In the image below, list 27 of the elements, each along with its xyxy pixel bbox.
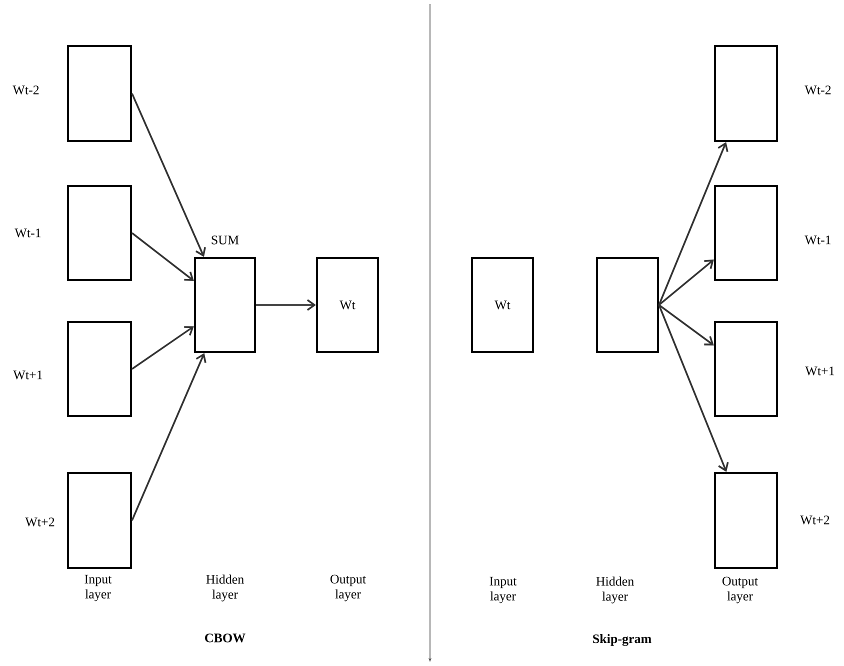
layer-box	[596, 256, 659, 353]
arrow	[132, 326, 194, 370]
layer-label: Hidden layer	[206, 574, 244, 602]
word-label: SUM	[212, 236, 239, 244]
arrow	[256, 299, 316, 311]
arrow	[658, 259, 714, 306]
arrow	[658, 304, 714, 346]
word-label: Wt-2	[804, 86, 831, 94]
word-label: Wt+1	[805, 366, 834, 376]
word-label: Wt+2	[25, 518, 54, 526]
layer-label: Output layer	[330, 574, 366, 602]
panel-caption: CBOW	[205, 634, 246, 642]
arrow	[131, 232, 194, 282]
layer-label: Hidden layer	[596, 576, 634, 604]
word-label: Wt-1	[804, 236, 831, 244]
word-label: Wt-1	[14, 228, 41, 238]
arrow	[658, 304, 729, 472]
arrow	[658, 142, 728, 306]
word-label: Wt+1	[13, 370, 42, 380]
panel-caption: Skip-gram	[593, 634, 652, 646]
word-box: Wt	[316, 256, 379, 353]
layer-label: Input layer	[490, 576, 517, 604]
arrow	[131, 93, 206, 257]
word-box: Wt	[471, 256, 534, 353]
arrow	[131, 352, 206, 521]
word-label: Wt+2	[800, 516, 830, 524]
word-label: Wt-2	[12, 86, 39, 94]
